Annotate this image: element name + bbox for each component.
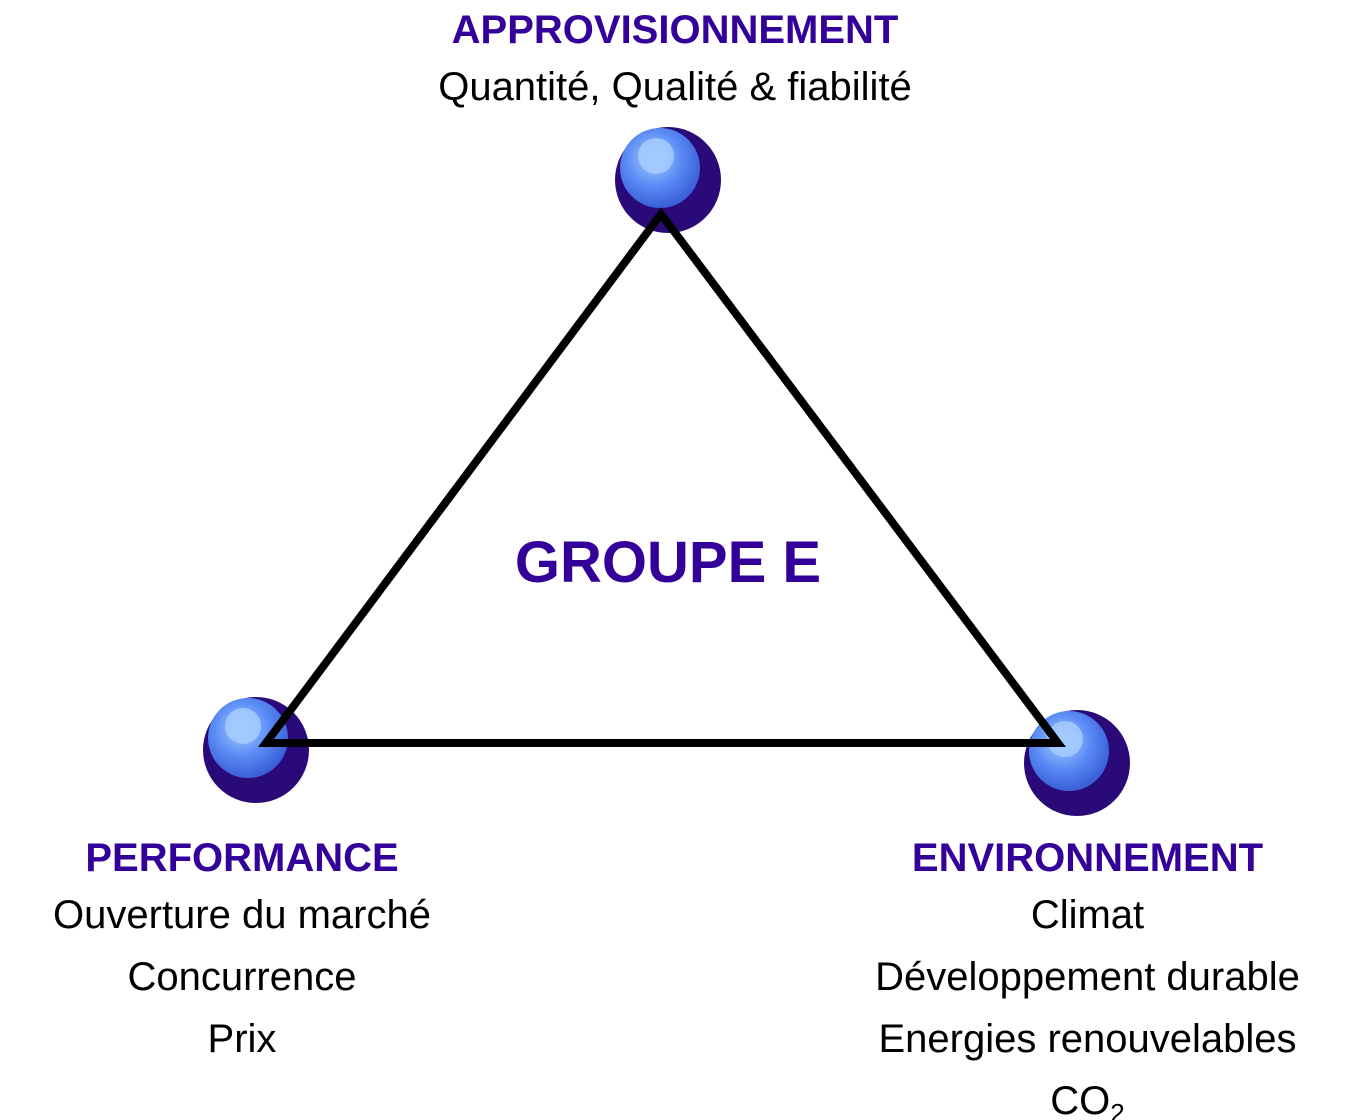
triangle-outline	[258, 207, 1067, 747]
formula-subscript: 2	[1110, 1098, 1125, 1120]
right-node-line-2: Développement durable	[875, 955, 1300, 999]
right-node: ENVIRONNEMENT Climat Développement durab…	[825, 832, 1350, 1120]
right-node-line-3: Energies renouvelables	[878, 1017, 1297, 1061]
right-node-title: ENVIRONNEMENT	[911, 836, 1264, 880]
center-label: GROUPE E	[514, 530, 822, 595]
left-node-title: PERFORMANCE	[85, 836, 399, 880]
left-node-line-3: Prix	[207, 1017, 277, 1061]
top-node-sphere-icon	[615, 127, 721, 233]
left-node-line-1: Ouverture du marché	[53, 893, 431, 937]
top-node-title: APPROVISIONNEMENT	[451, 8, 899, 52]
right-node-formula: CO2	[825, 1070, 1350, 1120]
formula-base: CO	[1050, 1079, 1111, 1120]
right-node-sphere-icon	[1024, 710, 1130, 816]
right-node-line-1: Climat	[1030, 893, 1145, 937]
left-node: PERFORMANCE Ouverture du marché Concurre…	[0, 832, 484, 1070]
top-node: APPROVISIONNEMENT Quantité, Qualité & fi…	[325, 4, 1025, 118]
left-node-line-2: Concurrence	[127, 955, 357, 999]
top-node-line-1: Quantité, Qualité & fiabilité	[438, 65, 912, 109]
